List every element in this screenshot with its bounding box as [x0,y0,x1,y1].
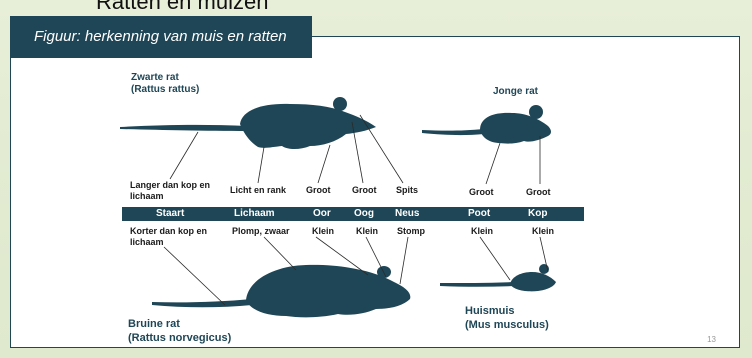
species-house-mouse-latin: (Mus musculus) [465,318,549,332]
label-mouse-foot: Klein [471,226,493,237]
label-brown-rat-nose: Stomp [397,226,425,237]
species-brown-rat-name: Bruine rat [128,317,231,331]
label-black-rat-tail-line1: Langer dan kop en [130,180,210,191]
label-brown-rat-tail: Korter dan kop en lichaam [130,226,207,248]
category-nose: Neus [395,207,419,221]
label-young-rat-head: Groot [526,187,551,198]
label-brown-rat-tail-line2: lichaam [130,237,207,248]
label-black-rat-body: Licht en rank [230,185,286,196]
category-tail: Staart [156,207,184,221]
species-black-rat: Zwarte rat (Rattus rattus) [131,72,199,96]
label-young-rat-foot: Groot [469,187,494,198]
young-rat-silhouette [422,105,551,144]
black-rat-silhouette [120,97,376,149]
category-bar: Staart Lichaam Oor Oog Neus Poot Kop [122,207,584,221]
label-black-rat-ear: Groot [306,185,331,196]
category-eye: Oog [354,207,374,221]
species-house-mouse: Huismuis (Mus musculus) [465,304,549,332]
label-brown-rat-eye: Klein [356,226,378,237]
house-mouse-silhouette [440,264,556,291]
label-brown-rat-ear: Klein [312,226,334,237]
label-black-rat-nose: Spits [396,185,418,196]
label-brown-rat-tail-line1: Korter dan kop en [130,226,207,237]
label-black-rat-tail-line2: lichaam [130,191,210,202]
label-black-rat-eye: Groot [352,185,377,196]
label-mouse-head: Klein [532,226,554,237]
category-head: Kop [528,207,547,221]
page-number: 13 [707,335,716,344]
species-black-rat-latin: (Rattus rattus) [131,84,199,96]
category-ear: Oor [313,207,331,221]
label-black-rat-tail: Langer dan kop en lichaam [130,180,210,202]
species-house-mouse-name: Huismuis [465,304,549,318]
species-brown-rat-latin: (Rattus norvegicus) [128,331,231,345]
label-brown-rat-body: Plomp, zwaar [232,226,290,237]
species-black-rat-name: Zwarte rat [131,72,199,84]
category-foot: Poot [468,207,490,221]
species-young-rat: Jonge rat [493,86,538,98]
species-brown-rat: Bruine rat (Rattus norvegicus) [128,317,231,345]
category-body: Lichaam [234,207,275,221]
